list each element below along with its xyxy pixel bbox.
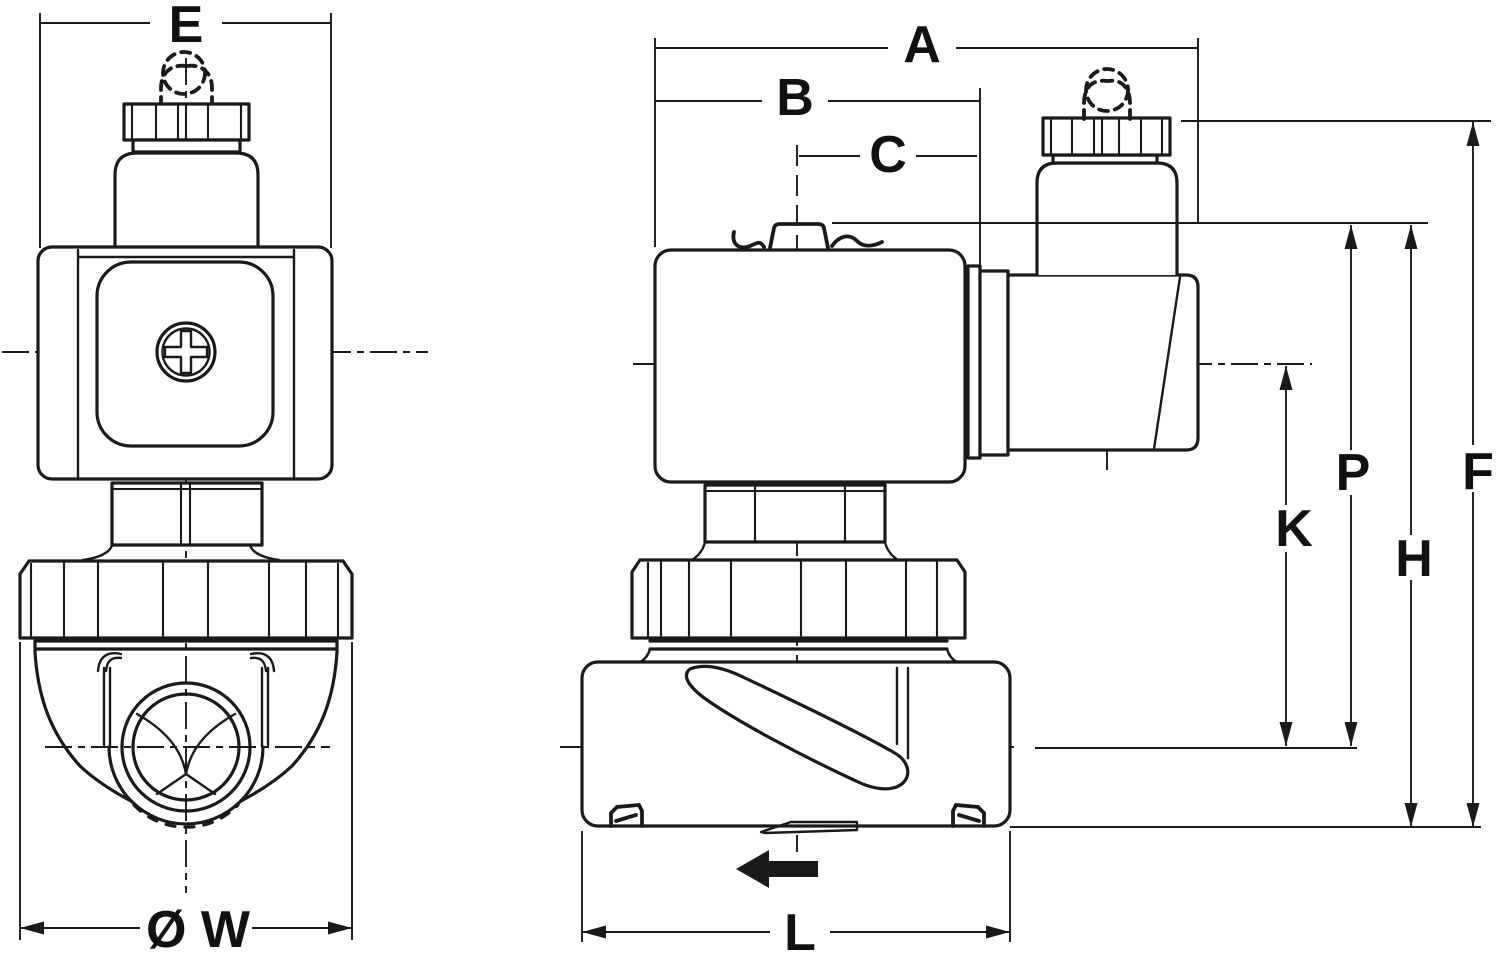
reference-lines (832, 120, 1491, 828)
dim-label-b: B (776, 69, 814, 127)
valve-body-front (33, 650, 339, 829)
dim-label-e: E (169, 0, 204, 54)
dim-e: E (39, 0, 332, 248)
valve-body-side (580, 660, 1012, 835)
dim-k: K (1275, 366, 1313, 746)
ring-nut-front (18, 559, 354, 640)
dim-a: A (654, 16, 1199, 247)
dim-f: F (1462, 122, 1494, 827)
hidden-wire-loop-side (1082, 67, 1132, 121)
dim-h: H (1395, 225, 1433, 827)
dim-b: B (655, 69, 981, 268)
front-view: E Ø W (2, 0, 428, 959)
coil-side (653, 248, 967, 484)
phillips-screw-icon (155, 321, 217, 383)
bonnet-band-front (33, 639, 339, 654)
dim-label-a: A (903, 16, 941, 74)
dim-p: P (1336, 225, 1371, 746)
retaining-clip (731, 222, 884, 250)
dim-l: L (581, 831, 1011, 960)
flow-direction-arrow-icon (736, 850, 818, 888)
dim-label-l: L (784, 904, 816, 960)
bonnet-hex-nut-front (81, 481, 281, 562)
bonnet-band-side (638, 639, 959, 664)
bonnet-hex-nut-side (690, 483, 900, 562)
armature-cap-front (113, 102, 260, 248)
din-connector (1006, 116, 1200, 452)
dim-label-f: F (1462, 443, 1494, 501)
dim-label-p: P (1336, 444, 1371, 502)
connector-flange (966, 264, 1010, 460)
dim-label-c: C (869, 126, 907, 184)
dim-label-h: H (1395, 530, 1433, 588)
dim-label-diameter-w: Ø W (146, 901, 251, 959)
hidden-wire-loop-front (159, 50, 214, 108)
coil-front (36, 245, 334, 481)
ring-nut-side (630, 558, 967, 640)
dim-diameter-w: Ø W (19, 642, 353, 959)
side-view: A B C L K P (560, 16, 1494, 960)
dim-label-k: K (1275, 500, 1313, 558)
dim-c: C (799, 126, 977, 184)
